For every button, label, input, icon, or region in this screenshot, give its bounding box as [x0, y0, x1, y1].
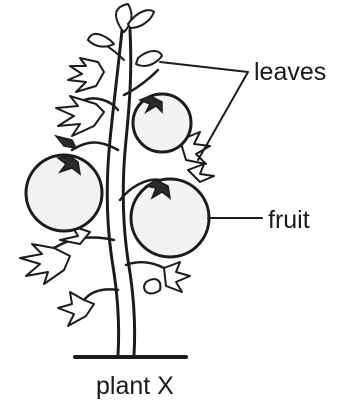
leaf-upper-left — [68, 58, 104, 92]
leaf-bottom-right — [164, 262, 190, 292]
fruits-group — [26, 94, 209, 257]
fruit-right — [131, 179, 209, 257]
fruit-label: fruit — [268, 206, 310, 234]
leaf-upper-right — [136, 51, 162, 66]
leaf-lower-left — [20, 244, 70, 284]
main-stem — [107, 30, 134, 355]
leaves-label: leaves — [254, 58, 326, 86]
leaf-mid-left — [56, 96, 104, 136]
leaf-right-low — [144, 279, 160, 293]
leaf-top-3 — [88, 34, 114, 47]
leaf-left-dark — [56, 136, 76, 148]
leaves-leader-upper — [160, 62, 248, 72]
leaves-leader-lower — [198, 72, 248, 160]
figure-caption: plant X — [96, 372, 174, 400]
leaf-mid-right — [188, 164, 214, 182]
leaf-bottom-left — [58, 292, 94, 326]
